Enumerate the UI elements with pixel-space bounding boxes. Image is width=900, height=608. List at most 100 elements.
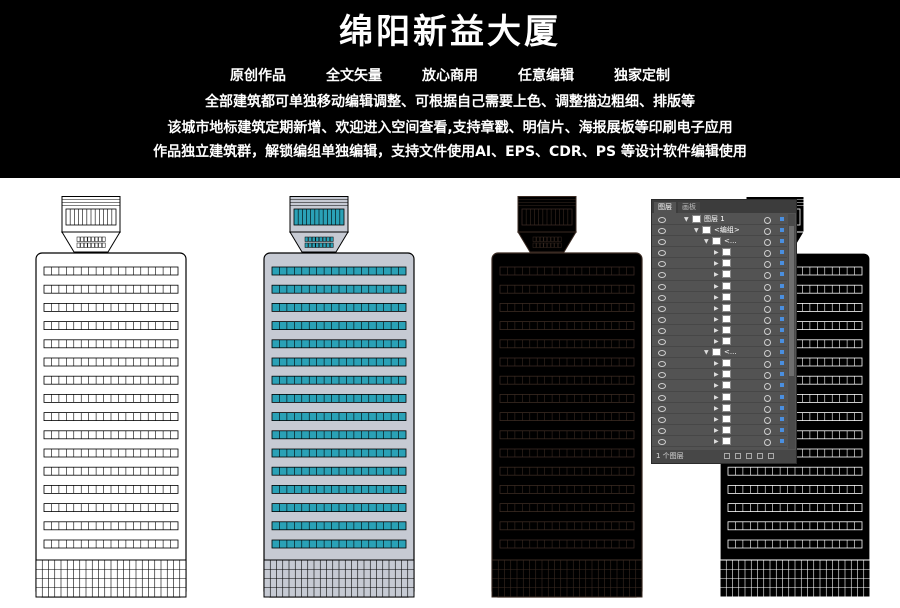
visibility-eye-icon[interactable] [658,438,666,445]
target-circle-icon[interactable] [764,250,771,258]
selection-indicator[interactable] [780,217,784,221]
selection-indicator[interactable] [780,394,784,399]
selection-indicator[interactable] [780,261,784,266]
layer-name[interactable]: <编组> [714,226,740,235]
selection-indicator[interactable] [780,339,784,344]
visibility-eye-icon[interactable] [658,272,666,279]
expand-right-icon[interactable]: ▶ [714,326,719,334]
selection-indicator[interactable] [780,283,784,288]
selection-indicator[interactable] [780,316,784,321]
layer-row[interactable]: ▶ [652,358,787,370]
selection-indicator[interactable] [780,361,784,366]
expand-down-icon[interactable]: ▼ [684,216,689,223]
layer-row[interactable]: ▶ [652,369,787,381]
layer-row[interactable]: ▶ [652,269,787,281]
selection-indicator[interactable] [780,383,784,388]
target-circle-icon[interactable] [764,372,771,380]
selection-indicator[interactable] [780,350,784,355]
visibility-eye-icon[interactable] [658,416,666,423]
layer-row[interactable]: ▼ 图层 1 [652,214,787,226]
selection-indicator[interactable] [780,416,784,421]
layer-row[interactable]: ▶ [652,292,787,303]
visibility-eye-icon[interactable] [658,383,666,390]
expand-right-icon[interactable]: ▶ [714,404,719,412]
target-circle-icon[interactable] [764,427,771,435]
visibility-eye-icon[interactable] [658,250,666,257]
target-circle-icon[interactable] [764,327,771,335]
layer-row[interactable]: ▶ [652,403,787,414]
expand-right-icon[interactable]: ▶ [714,382,719,390]
visibility-eye-icon[interactable] [658,239,666,246]
visibility-eye-icon[interactable] [658,294,666,301]
visibility-eye-icon[interactable] [658,283,666,290]
layer-name[interactable]: <... [724,237,737,246]
layer-row[interactable]: ▶ [652,336,787,348]
layer-name[interactable]: 图层 1 [704,215,725,223]
layer-row[interactable]: ▼ <... [652,347,787,359]
layer-row[interactable]: ▶ [652,380,787,392]
target-circle-icon[interactable] [764,283,771,291]
selection-indicator[interactable] [780,305,784,310]
layer-row[interactable]: ▶ [652,258,787,270]
expand-down-icon[interactable]: ▼ [694,227,699,235]
visibility-eye-icon[interactable] [658,339,666,346]
target-circle-icon[interactable] [764,272,771,280]
layer-row[interactable]: ▶ [652,425,787,436]
layer-row[interactable]: ▶ [652,303,787,314]
expand-right-icon[interactable]: ▶ [714,271,719,279]
clip-icon[interactable] [735,453,741,459]
visibility-eye-icon[interactable] [658,228,666,235]
expand-right-icon[interactable]: ▶ [714,304,719,312]
visibility-eye-icon[interactable] [658,372,666,379]
selection-indicator[interactable] [780,239,784,244]
visibility-eye-icon[interactable] [658,405,666,412]
layer-row[interactable]: ▶ [652,392,787,403]
layers-panel[interactable]: 图层 画板 ▼图层 1▼<编组>▼<...▶▶▶▶▶▶▶▶▶▼<...▶▶▶▶▶… [651,199,797,464]
expand-right-icon[interactable]: ▶ [714,338,719,346]
expand-right-icon[interactable]: ▶ [714,282,719,290]
target-circle-icon[interactable] [764,228,771,236]
expand-right-icon[interactable]: ▶ [714,437,719,445]
target-circle-icon[interactable] [764,416,771,424]
tab-artboards[interactable]: 画板 [678,202,700,213]
selection-indicator[interactable] [780,427,784,432]
target-circle-icon[interactable] [764,316,771,324]
selection-indicator[interactable] [780,272,784,277]
layer-name[interactable]: <... [724,348,737,357]
target-circle-icon[interactable] [764,239,771,247]
layer-row[interactable]: ▼ <... [652,236,787,248]
expand-down-icon[interactable]: ▼ [704,349,709,357]
selection-indicator[interactable] [780,294,784,299]
target-circle-icon[interactable] [764,261,771,269]
target-circle-icon[interactable] [764,361,771,369]
layer-row[interactable]: ▶ [652,281,787,292]
selection-indicator[interactable] [780,372,784,377]
locate-icon[interactable] [724,453,730,459]
selection-indicator[interactable] [780,327,784,332]
target-circle-icon[interactable] [764,217,771,224]
expand-right-icon[interactable]: ▶ [714,371,719,379]
expand-right-icon[interactable]: ▶ [714,426,719,434]
target-circle-icon[interactable] [764,339,771,347]
visibility-eye-icon[interactable] [658,261,666,268]
visibility-eye-icon[interactable] [658,361,666,368]
target-circle-icon[interactable] [764,350,771,358]
expand-right-icon[interactable]: ▶ [714,249,719,257]
layer-row[interactable]: ▶ [652,314,787,325]
selection-indicator[interactable] [780,438,784,443]
expand-right-icon[interactable]: ▶ [714,360,719,368]
layer-row[interactable]: ▶ [652,436,787,447]
target-circle-icon[interactable] [764,294,771,302]
target-circle-icon[interactable] [764,305,771,313]
scrollbar-thumb[interactable] [789,226,794,376]
tab-layers[interactable]: 图层 [654,202,676,213]
trash-icon[interactable] [768,453,774,459]
selection-indicator[interactable] [780,405,784,410]
target-circle-icon[interactable] [764,405,771,413]
layer-row[interactable]: ▶ [652,414,787,425]
expand-down-icon[interactable]: ▼ [704,238,709,246]
visibility-eye-icon[interactable] [658,217,666,223]
visibility-eye-icon[interactable] [658,394,666,401]
expand-right-icon[interactable]: ▶ [714,260,719,268]
new-layer-icon[interactable] [757,453,763,459]
